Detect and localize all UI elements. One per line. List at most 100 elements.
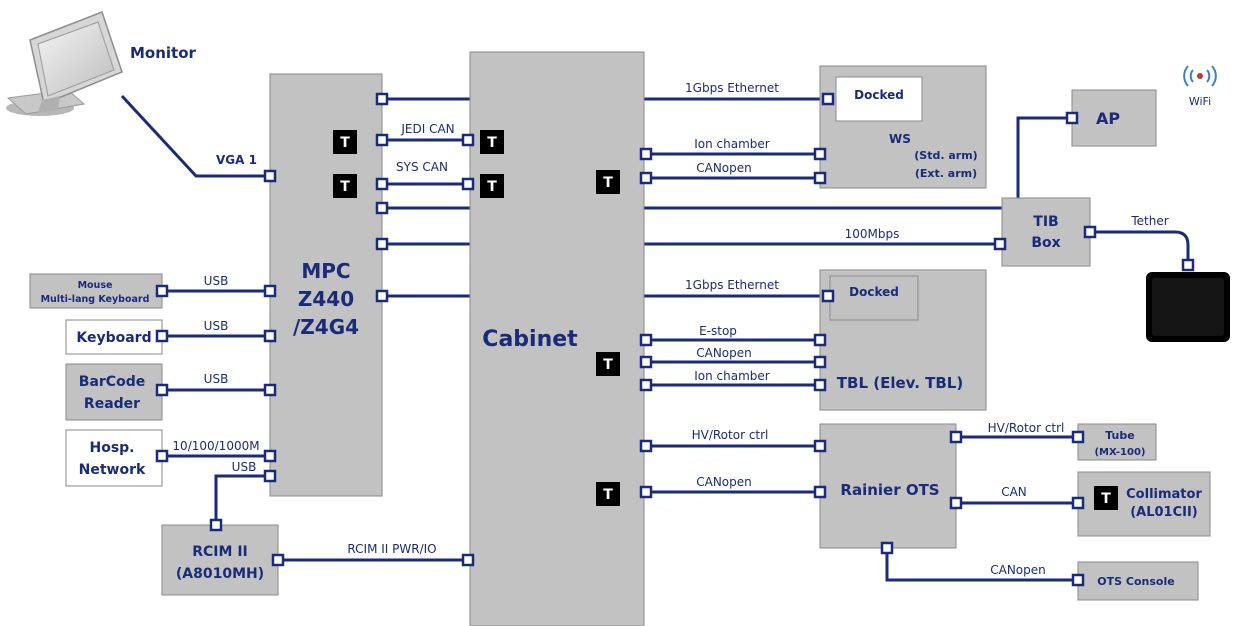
tube-label-2: (MX-100) — [1094, 447, 1145, 458]
terminator-label: T — [340, 135, 350, 151]
terminator-label: T — [603, 357, 613, 373]
mpc-box — [270, 74, 382, 496]
terminator-block: T — [480, 130, 504, 154]
connector-port — [1067, 113, 1077, 123]
connector-port — [951, 498, 961, 508]
rcim-label-1: RCIM II — [192, 544, 248, 560]
link-network-speed: 10/100/1000M — [172, 439, 259, 453]
detector-panel — [1146, 272, 1230, 342]
terminator-label: T — [487, 135, 497, 151]
link-can-collimator: CAN — [1001, 485, 1027, 499]
link-canopen-console: CANopen — [990, 563, 1046, 577]
rcim-label-2: (A8010MH) — [176, 566, 264, 582]
terminator-block: T — [480, 174, 504, 198]
connector-port — [815, 380, 825, 390]
link-rcim-pwr: RCIM II PWR/IO — [347, 542, 436, 556]
terminator-blocks: T T T T T T T T — [333, 130, 1118, 510]
hosp-network-label-2: Network — [79, 462, 146, 478]
cabinet-label: Cabinet — [482, 327, 578, 352]
connector-port — [641, 149, 651, 159]
connector-port — [823, 291, 833, 301]
connector-port — [157, 451, 167, 461]
connector-port — [641, 380, 651, 390]
collimator-label-2: (AL01CII) — [1130, 505, 1198, 520]
wire-usb-rcim — [216, 476, 270, 525]
connector-port — [815, 357, 825, 367]
ws-docked-label: Docked — [854, 88, 904, 102]
connector-port — [641, 335, 651, 345]
connector-port — [265, 286, 275, 296]
tether-label: Tether — [1130, 214, 1168, 228]
terminator-block: T — [596, 170, 620, 194]
monitor-icon — [6, 12, 122, 116]
keyboard-label: Keyboard — [76, 330, 151, 346]
ots-console-label: OTS Console — [1097, 575, 1174, 588]
barcode-label-1: BarCode — [79, 374, 145, 390]
connector-port — [641, 487, 651, 497]
terminator-block: T — [333, 174, 357, 198]
terminator-block: T — [596, 482, 620, 506]
connector-port — [1073, 575, 1083, 585]
link-usb-barcode: USB — [204, 372, 229, 386]
ws-label-1: WS — [889, 132, 911, 146]
link-estop: E-stop — [699, 324, 737, 338]
connector-port — [377, 179, 387, 189]
tib-box — [1002, 198, 1090, 266]
connector-port — [377, 291, 387, 301]
connector-port — [882, 543, 892, 553]
link-ion-ws: Ion chamber — [694, 137, 770, 151]
collimator-label-1: Collimator — [1126, 487, 1202, 502]
link-hv-rotor-tube: HV/Rotor ctrl — [988, 421, 1065, 435]
tube-label-1: Tube — [1105, 429, 1134, 442]
rainier-label: Rainier OTS — [840, 481, 939, 499]
link-canopen-ots: CANopen — [696, 475, 752, 489]
link-hv-rotor: HV/Rotor ctrl — [692, 428, 769, 442]
connector-port — [273, 555, 283, 565]
connector-port — [815, 487, 825, 497]
terminator-label: T — [603, 487, 613, 503]
terminator-block: T — [333, 130, 357, 154]
mouse-label-1: Mouse — [78, 280, 113, 291]
terminator-label: T — [340, 179, 350, 195]
connector-port — [157, 286, 167, 296]
connector-port — [1073, 432, 1083, 442]
terminator-block: T — [1094, 486, 1118, 510]
monitor-label: Monitor — [130, 44, 197, 62]
wire-canopen-console — [887, 548, 1078, 580]
link-usb-keyboard: USB — [204, 319, 229, 333]
connector-port — [211, 520, 221, 530]
connector-port — [463, 555, 473, 565]
connector-port — [265, 385, 275, 395]
mouse-label-2: Multi-lang Keyboard — [41, 294, 150, 305]
ap-label: AP — [1096, 109, 1120, 128]
link-canopen-ws: CANopen — [696, 161, 752, 175]
vga-label: VGA 1 — [216, 153, 257, 167]
link-100mbps: 100Mbps — [845, 227, 900, 241]
connector-port — [377, 239, 387, 249]
connector-port — [1073, 498, 1083, 508]
connector-port — [815, 441, 825, 451]
connector-port — [463, 135, 473, 145]
hosp-network-label-1: Hosp. — [89, 440, 134, 456]
connector-port — [641, 357, 651, 367]
link-jedi-can: JEDI CAN — [400, 122, 454, 136]
connector-port — [1183, 260, 1193, 270]
connector-port — [823, 94, 833, 104]
connector-port — [815, 173, 825, 183]
connector-port — [265, 171, 275, 181]
tib-label-1: TIB — [1033, 214, 1058, 230]
connector-port — [157, 331, 167, 341]
connector-port — [265, 471, 275, 481]
connector-port — [463, 179, 473, 189]
connector-port — [641, 173, 651, 183]
connector-port — [1085, 227, 1095, 237]
terminator-label: T — [1101, 491, 1111, 507]
mpc-label-1: MPC — [301, 259, 350, 283]
mpc-label-2: Z440 — [298, 287, 354, 311]
link-usb-rcim: USB — [232, 460, 257, 474]
wifi-label: WiFi — [1189, 95, 1211, 108]
connector-port — [377, 135, 387, 145]
tib-label-2: Box — [1031, 235, 1060, 251]
